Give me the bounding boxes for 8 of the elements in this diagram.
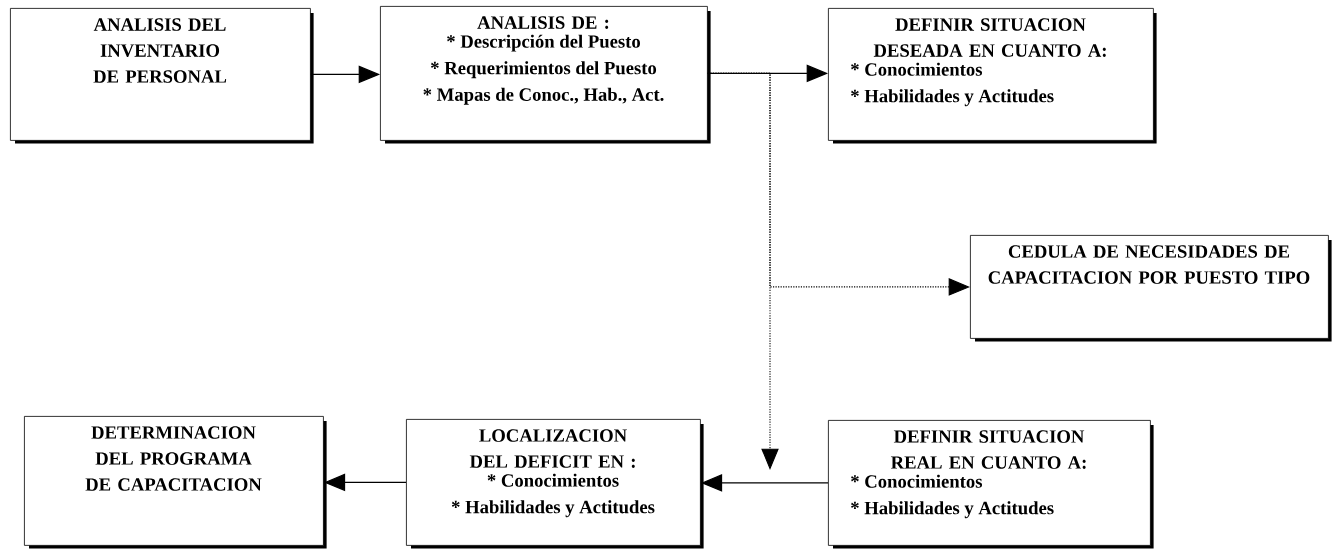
process-box: LOCALIZACION DEL DEFICIT EN : * Conocimientos * Habilidades y Actitudes [406,419,704,549]
process-box: CEDULA DE NECESIDADES DE CAPACITACION POR PUESTO TIPO [970,235,1332,342]
process-box: DEFINIR SITUACION DESEADA EN CUANTO A: * Conocimientos * Habilidades y Actitudes [828,8,1157,144]
process-box: DEFINIR SITUACION REAL EN CUANTO A: * Conocimientos * Habilidades y Actitudes [828,420,1154,549]
process-box: DETERMINACION DEL PROGRAMA DE CAPACITACION [24,416,327,549]
process-box: ANALISIS DEL INVENTARIO DE PERSONAL [10,8,314,144]
arrow [707,72,779,470]
process-box: ANALISIS DE : * Descripción del Puesto * Requerimientos del Puesto * Mapas de Conoc., Hab., Act. [380,6,711,144]
